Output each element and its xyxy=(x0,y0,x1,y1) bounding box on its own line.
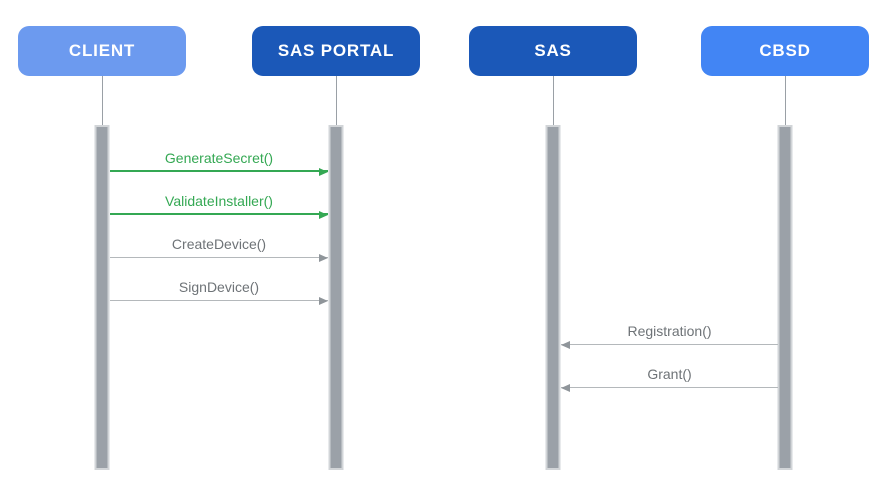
actor-client: CLIENT xyxy=(18,26,186,470)
actor-box-client: CLIENT xyxy=(18,26,186,76)
message-label: GenerateSecret() xyxy=(164,150,274,166)
actor-box-sas: SAS xyxy=(469,26,637,76)
arrowhead-right-icon xyxy=(319,168,328,176)
message-generate-secret: GenerateSecret() xyxy=(110,148,328,176)
message-arrow-line xyxy=(561,387,778,388)
lifeline-client xyxy=(102,76,103,125)
arrowhead-right-icon xyxy=(319,297,328,305)
message-registration: Registration() xyxy=(561,321,778,349)
actor-box-sas-portal: SAS PORTAL xyxy=(252,26,420,76)
activation-bar-cbsd xyxy=(777,125,793,470)
lifeline-cbsd xyxy=(785,76,786,125)
message-grant: Grant() xyxy=(561,364,778,392)
lifeline-sas-portal xyxy=(336,76,337,125)
arrowhead-left-icon xyxy=(561,384,570,392)
message-arrow-line xyxy=(110,257,328,258)
activation-bar-client xyxy=(94,125,110,470)
message-create-device: CreateDevice() xyxy=(110,234,328,262)
message-sign-device: SignDevice() xyxy=(110,277,328,305)
activation-bar-sas xyxy=(545,125,561,470)
actor-sas-portal: SAS PORTAL xyxy=(252,26,420,470)
message-label: ValidateInstaller() xyxy=(165,193,273,209)
arrowhead-left-icon xyxy=(561,341,570,349)
message-label: Registration() xyxy=(627,323,712,339)
lifeline-sas xyxy=(553,76,554,125)
arrowhead-right-icon xyxy=(319,211,328,219)
arrowhead-right-icon xyxy=(319,254,328,262)
message-arrow-line xyxy=(561,344,778,345)
message-arrow-line xyxy=(110,170,328,172)
message-arrow-line xyxy=(110,300,328,301)
message-arrow-line xyxy=(110,213,328,215)
actor-box-cbsd: CBSD xyxy=(701,26,869,76)
activation-bar-sas-portal xyxy=(328,125,344,470)
message-label: SignDevice() xyxy=(178,279,260,295)
message-label: CreateDevice() xyxy=(171,236,267,252)
message-validate-installer: ValidateInstaller() xyxy=(110,191,328,219)
message-label: Grant() xyxy=(647,366,692,382)
actor-cbsd: CBSD xyxy=(701,26,869,470)
actor-sas: SAS xyxy=(469,26,637,470)
